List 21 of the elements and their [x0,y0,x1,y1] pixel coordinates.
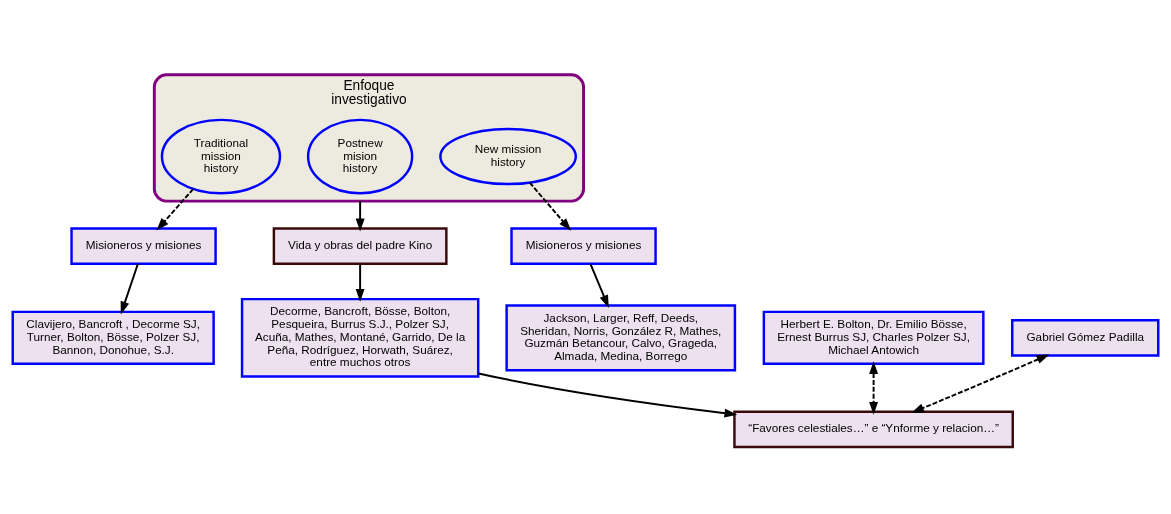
node-ellipse: Postnew mision history [306,118,414,195]
arrow [156,188,194,231]
node-box: Misioneros y misiones [510,227,657,266]
arrow [120,263,139,315]
arrow [911,354,1050,413]
node-box: “Favores celestiales…” e “Ynforme y relacion…” [733,410,1014,449]
node-box: Misioneros y misiones [70,227,217,266]
node-box: Clavijero, Bancroft , Decorme SJ, Turner, Bolton, Bösse, Polzer SJ, Bannon, Donohue, S.J. [11,310,215,365]
node-box: Vida y obras del padre Kino [272,227,448,266]
arrow [869,361,879,415]
arrow [528,181,572,231]
arrow [589,263,609,308]
node-box: Gabriel Gómez Padilla [1011,318,1160,357]
node-box: Herbert E. Bolton, Dr. Emilio Bösse, Ernest Burrus SJ, Charles Polzer SJ, Michael Antowich [762,310,985,365]
node-box: Decorme, Bancroft, Bösse, Bolton, Pesqueira, Burrus S.J., Polzer SJ, Acuña, Mathes, Montané, Garrido, De la Peña, Rodríguez, Horwath, Suárez, entre muchos otros [240,297,480,378]
node-ellipse: Traditional mission history [160,118,282,195]
node-box: Jackson, Larger, Reff, Deeds, Sheridan, Norris, González R, Mathes, Guzmán Betancour, Calvo, Grageda, Almada, Medina, Borrego [505,304,737,372]
arrow [355,200,365,232]
node-ellipse: New mission history [439,127,577,186]
arrow [355,263,365,302]
arrow [477,372,738,418]
